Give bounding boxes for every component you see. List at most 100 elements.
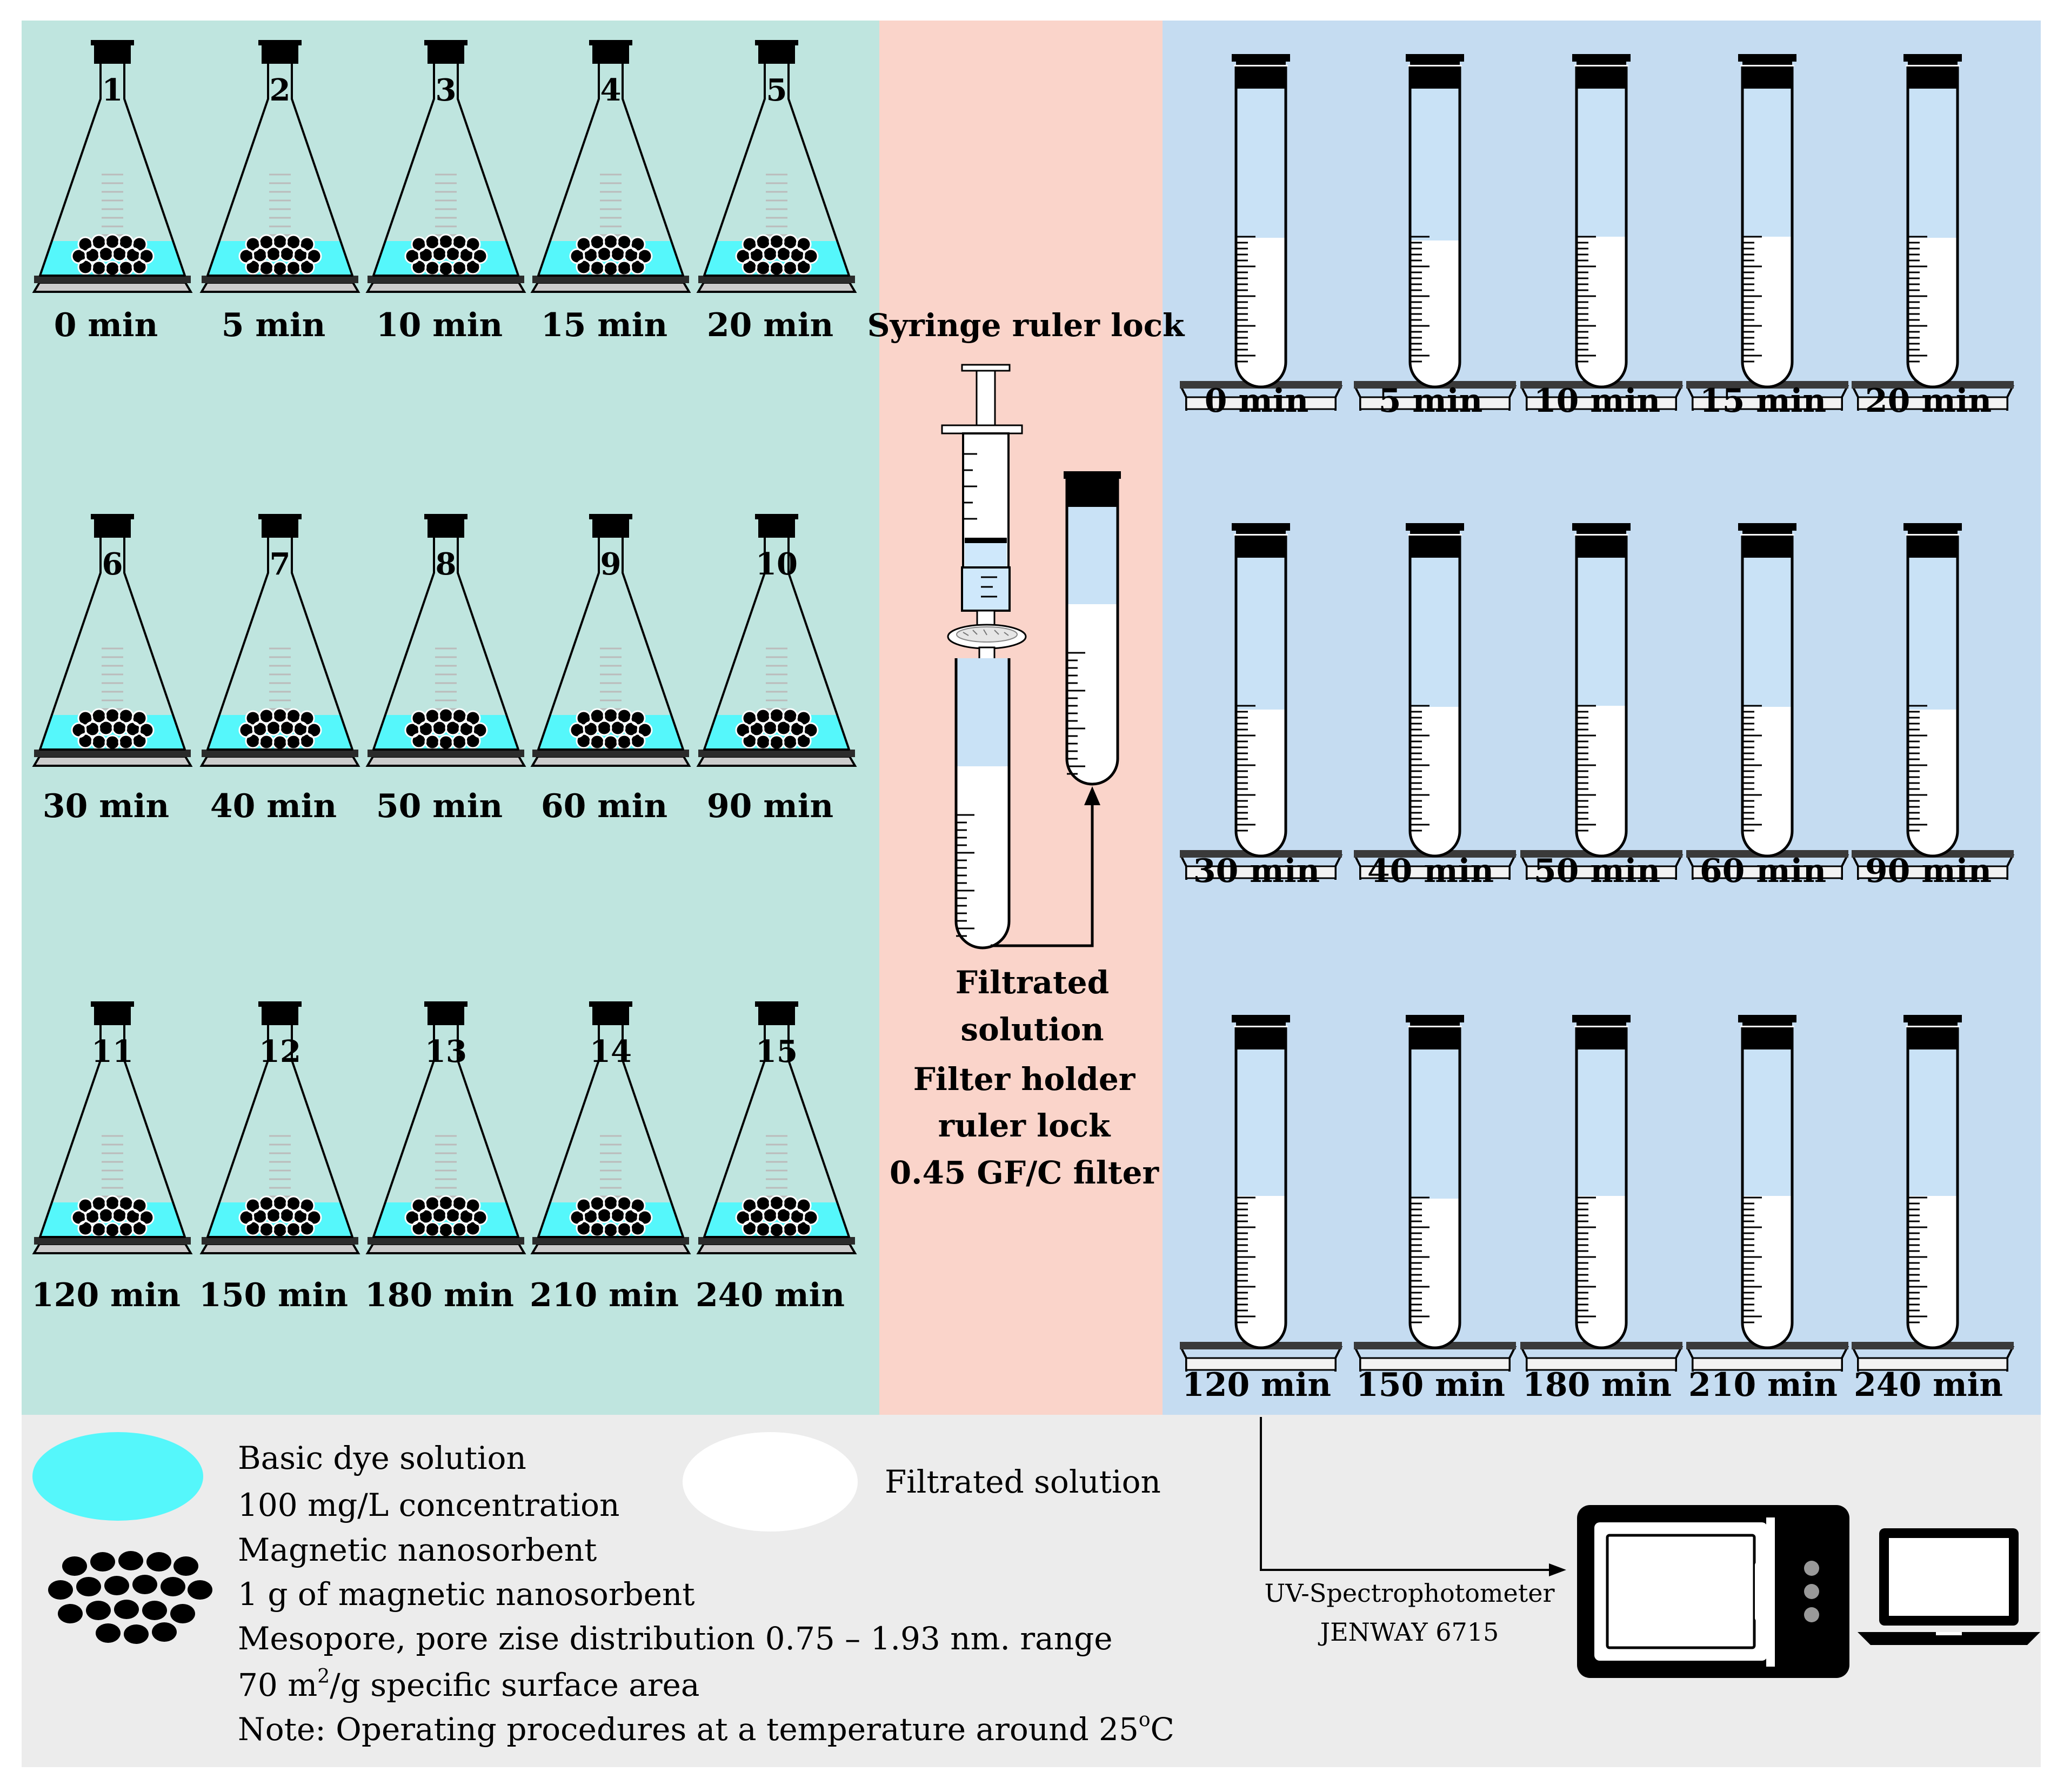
tube-wall — [1906, 1026, 1959, 1349]
legend-filtrate-label: Filtrated solution — [885, 1463, 1161, 1500]
tube-time-label: 40 min — [1367, 852, 1494, 890]
flask-outline — [206, 538, 353, 751]
flask-outline — [39, 538, 186, 751]
tube-filtrate — [1236, 1196, 1286, 1348]
tube-cap — [1738, 54, 1796, 89]
tube-filtrate — [1577, 237, 1626, 387]
collection-tube-wall — [954, 658, 1011, 950]
tube-wall — [1741, 65, 1794, 389]
legend-area-sup: 2 — [317, 1666, 330, 1688]
tube-headspace — [1236, 86, 1286, 238]
flask-number: 7 — [270, 546, 291, 582]
flask: 6 30 min — [32, 514, 193, 825]
flask: 740 min — [199, 514, 360, 825]
flask-time-label: 90 min — [707, 787, 833, 825]
flask-time-label: 15 min — [541, 306, 667, 344]
tube-cap — [1903, 54, 1962, 89]
caption-line: Filtrated — [956, 964, 1109, 1001]
flask-number: 2 — [270, 72, 291, 108]
tube-scale — [1410, 1196, 1430, 1323]
legend-note-suffix: C — [1151, 1711, 1174, 1748]
test-tube: 210 min — [1686, 1015, 1849, 1404]
tube-wall — [1234, 534, 1287, 858]
tube-filtrate — [1908, 710, 1958, 856]
flask-outline — [372, 538, 519, 751]
flask-number: 13 — [425, 1034, 467, 1069]
tube-wall — [1408, 1026, 1461, 1349]
flask-time-label: 210 min — [530, 1276, 679, 1314]
collection-tube-liquid — [956, 766, 1009, 948]
tube-wall — [1741, 534, 1794, 858]
flask-outline — [537, 1025, 684, 1238]
tube-headspace — [1742, 1047, 1792, 1196]
flask: 415 min — [530, 40, 691, 344]
tube-scale — [1577, 705, 1596, 832]
flask: 14 210 min — [530, 1001, 691, 1314]
syringe-scale — [963, 453, 977, 520]
tube-cap — [1232, 54, 1290, 89]
tube-scale — [1236, 236, 1255, 363]
flask-time-label: 30 min — [43, 787, 169, 825]
flask-stopper — [424, 1001, 467, 1025]
tube-cap — [1738, 1015, 1796, 1049]
flask: 10 min — [32, 40, 193, 344]
tube-filtrate — [1742, 237, 1792, 387]
tube-time-label: 30 min — [1193, 852, 1320, 890]
legend-area-line: 70 m2/g specific surface area — [238, 1666, 699, 1703]
tube-time-label: 0 min — [1205, 382, 1309, 420]
legend: Basic dye solution 100 mg/L concentratio… — [32, 1417, 2040, 1748]
flask: 520 min — [696, 40, 857, 344]
flask-time-label: 0 min — [54, 306, 158, 344]
sample-tube-cap — [1064, 471, 1121, 479]
sample-tube — [1064, 471, 1121, 786]
tube-wall — [1575, 534, 1628, 858]
flask-outline — [703, 1025, 850, 1238]
tube-wall — [1234, 65, 1287, 389]
laptop-icon — [1858, 1528, 2040, 1645]
flask-outline — [537, 538, 684, 751]
test-tube: 240 min — [1852, 1015, 2015, 1404]
flask-time-label: 50 min — [376, 787, 503, 825]
sample-tube-scale — [1067, 652, 1085, 775]
hot-plate — [530, 282, 691, 293]
test-tube: 50 min — [1520, 523, 1684, 890]
tube-headspace — [1410, 86, 1460, 240]
flask-stopper — [91, 514, 134, 538]
tube-cap — [1232, 523, 1290, 558]
legend-note-line: Note: Operating procedures at a temperat… — [238, 1709, 1174, 1748]
flask-stopper — [755, 514, 798, 538]
tube-time-label: 50 min — [1534, 852, 1660, 890]
hot-plate — [530, 1243, 691, 1254]
tube-filtrate — [1410, 1199, 1460, 1348]
flask-number: 6 — [102, 546, 123, 582]
dye-swatch — [32, 1432, 203, 1521]
flask-time-label: 10 min — [376, 306, 503, 344]
tube-wall — [1575, 65, 1628, 389]
test-tube: 10 min — [1520, 54, 1684, 420]
test-tube: 60 min — [1686, 523, 1849, 890]
flask-outline — [537, 64, 684, 277]
instrument-label: JENWAY 6715 — [1318, 1617, 1499, 1647]
flask-number: 11 — [91, 1034, 133, 1069]
hot-plate — [365, 1243, 526, 1254]
tube-filtrate — [1908, 1196, 1958, 1348]
tube-scale — [1410, 236, 1430, 363]
flask-outline — [206, 1025, 353, 1238]
syringe-flange — [941, 424, 1023, 434]
filtration-panel — [879, 21, 1163, 1415]
syringe-liquid — [965, 541, 1007, 566]
tube-time-label: 150 min — [1356, 1366, 1505, 1404]
tube-scale — [1236, 1196, 1255, 1323]
flask-stopper — [258, 40, 302, 64]
hot-plate — [32, 755, 193, 767]
flask-stopper — [424, 514, 467, 538]
flask-stopper — [589, 514, 632, 538]
flask-number: 14 — [590, 1034, 632, 1069]
hot-plate — [32, 1243, 193, 1254]
